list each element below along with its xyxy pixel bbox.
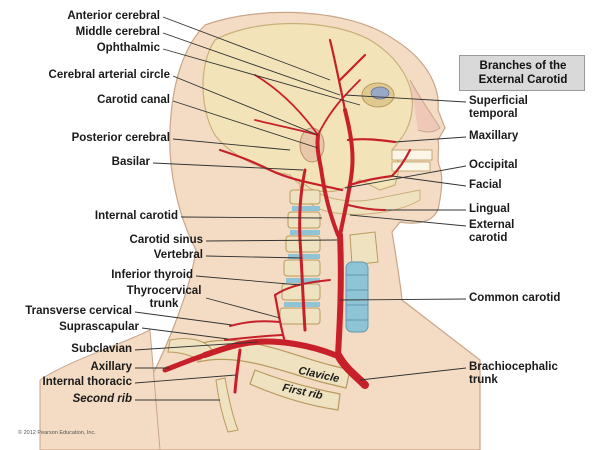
trachea xyxy=(345,231,379,333)
label-common-carotid: Common carotid xyxy=(469,292,561,304)
occipital-artery xyxy=(218,148,344,192)
leader-anterior-cerebral xyxy=(162,16,331,81)
external-carotid-artery xyxy=(338,108,355,237)
internal-thoracic-artery xyxy=(233,348,242,394)
label-middle-cerebral: Middle cerebral xyxy=(75,26,160,38)
label-vertebral: Vertebral xyxy=(153,249,203,261)
leader-thyrocervical-trunk xyxy=(205,297,281,319)
leader-basilar xyxy=(152,162,304,171)
superficial-temporal-artery xyxy=(328,38,367,112)
leader-transverse-cervical xyxy=(134,311,233,326)
leader-carotid-sinus xyxy=(205,239,338,242)
label-suprascapular: Suprascapular xyxy=(59,321,139,333)
label-basilar: Basilar xyxy=(111,156,150,168)
label-facial: Facial xyxy=(469,179,502,191)
leader-cerebral-arterial-circle xyxy=(172,75,319,136)
leader-vertebral xyxy=(205,255,303,259)
leader-posterior-cerebral xyxy=(172,138,291,151)
suprascapular-artery xyxy=(224,334,283,341)
leader-maxillary xyxy=(394,136,467,143)
leader-middle-cerebral xyxy=(162,32,341,96)
leader-brachiocephalic-trunk xyxy=(359,367,467,381)
label-inferior-thyroid: Inferior thyroid xyxy=(111,269,193,281)
leader-external-carotid xyxy=(349,214,467,227)
nose xyxy=(409,79,441,133)
leader-lines xyxy=(134,16,467,401)
leader-subclavian xyxy=(134,341,259,351)
legend-title: Branches of the External Carotid xyxy=(478,60,568,86)
label-superficial-temporal: Superficial temporal xyxy=(469,95,528,120)
common-carotid-artery xyxy=(335,232,344,358)
copyright-notice: © 2012 Pearson Education, Inc. xyxy=(18,430,96,436)
label-ophthalmic: Ophthalmic xyxy=(96,42,160,54)
lingual-artery xyxy=(347,204,386,211)
leader-occipital xyxy=(344,165,467,189)
label-internal-thoracic: Internal thoracic xyxy=(42,376,132,388)
internal-carotid-artery xyxy=(315,133,340,237)
label-carotid-sinus: Carotid sinus xyxy=(129,234,203,246)
leader-common-carotid xyxy=(339,298,467,301)
shoulder-skin xyxy=(39,329,161,450)
second-rib-bone xyxy=(215,377,239,433)
leader-inferior-thyroid xyxy=(195,275,301,286)
external-carotid-legend: Branches of the External Carotid xyxy=(459,55,585,91)
label-lingual: Lingual xyxy=(469,203,510,215)
first-rib-bone xyxy=(249,369,341,411)
label-carotid-canal: Carotid canal xyxy=(97,94,170,106)
leader-internal-thoracic xyxy=(134,374,237,384)
label-maxillary: Maxillary xyxy=(469,130,519,142)
label-anterior-cerebral: Anterior cerebral xyxy=(67,10,160,22)
leader-carotid-canal xyxy=(172,100,319,149)
label-posterior-cerebral: Posterior cerebral xyxy=(71,132,170,144)
teeth-lower xyxy=(391,161,431,172)
leader-internal-carotid xyxy=(180,216,323,219)
label-brachiocephalic-trunk: Brachiocephalic trunk xyxy=(469,361,558,386)
leader-suprascapular xyxy=(141,327,229,340)
brachiocephalic-artery xyxy=(334,351,369,389)
arteries xyxy=(162,38,412,394)
leader-facial xyxy=(391,175,467,187)
label-internal-carotid: Internal carotid xyxy=(94,210,178,222)
inferior-thyroid-artery xyxy=(274,279,331,296)
teeth-upper xyxy=(391,149,433,161)
label-external-carotid: External carotid xyxy=(469,219,515,244)
eye xyxy=(370,86,390,100)
label-transverse-cervical: Transverse cervical xyxy=(25,305,132,317)
cerebral-branches xyxy=(254,74,361,136)
label-thyrocervical-trunk: Thyrocervical trunk xyxy=(126,285,202,310)
leader-superficial-temporal xyxy=(344,94,467,103)
label-cerebral-arterial-circle: Cerebral arterial circle xyxy=(48,69,170,81)
label-second-rib: Second rib xyxy=(72,393,132,405)
maxillary-artery xyxy=(346,138,397,144)
label-axillary: Axillary xyxy=(90,361,132,373)
leader-ophthalmic xyxy=(162,48,361,106)
axillary-artery xyxy=(162,352,208,373)
label-subclavian: Subclavian xyxy=(71,343,132,355)
label-occipital: Occipital xyxy=(469,159,518,171)
transverse-cervical-artery xyxy=(229,320,281,327)
